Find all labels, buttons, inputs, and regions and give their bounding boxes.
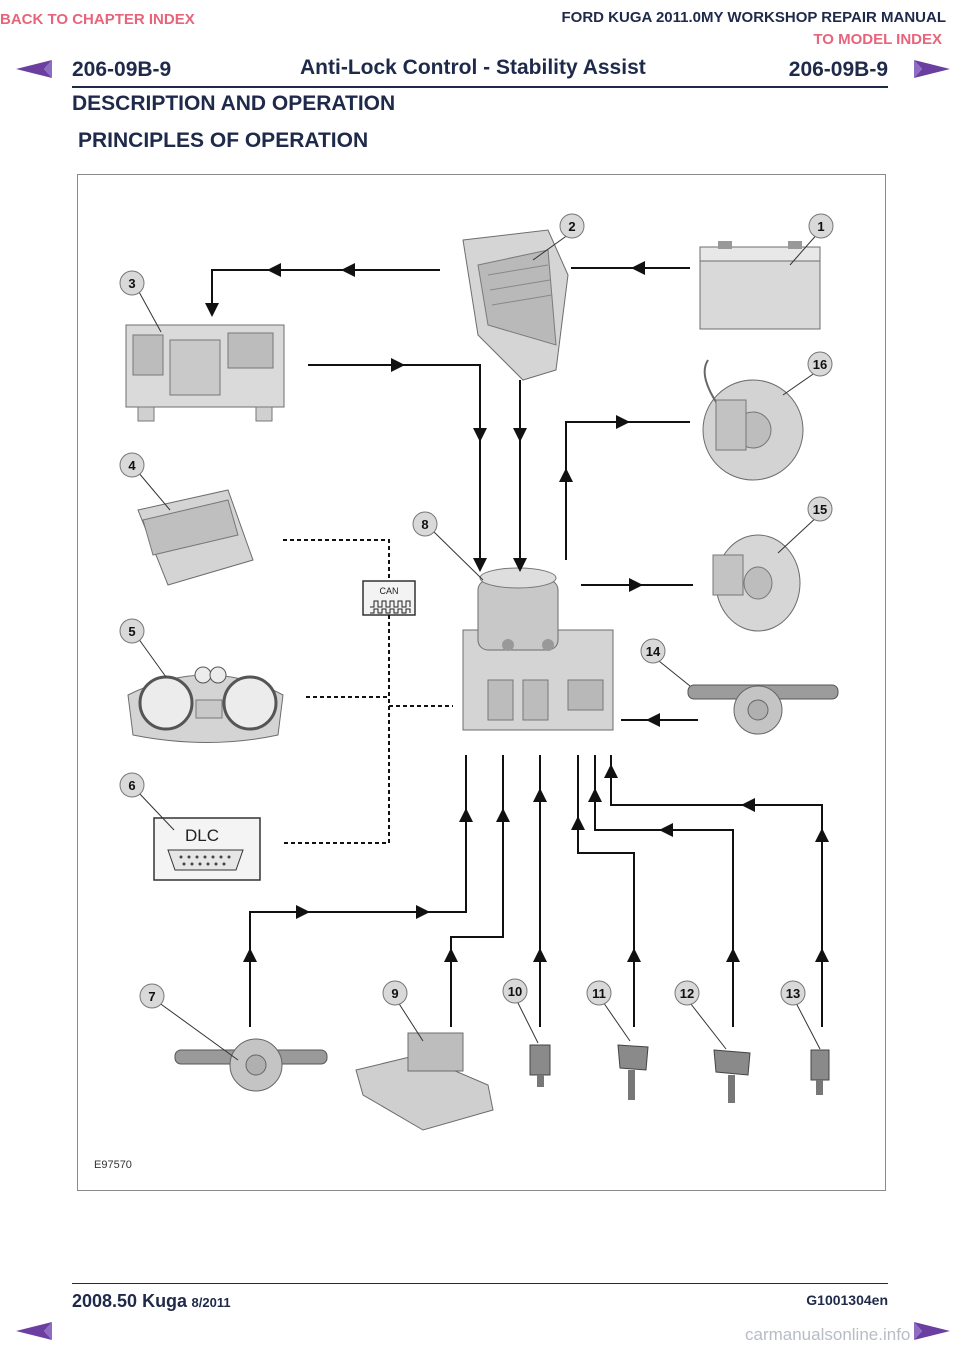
svg-text:6: 6 — [128, 778, 135, 793]
svg-text:3: 3 — [128, 276, 135, 291]
callout-11: 11 — [586, 980, 612, 1006]
callout-16: 16 — [807, 351, 833, 377]
component-14-steering-switches — [687, 684, 839, 735]
footer-model: 2008.50 Kuga — [72, 1291, 188, 1311]
system-diagram: CAN DLC — [94, 213, 839, 1171]
callout-5: 5 — [119, 618, 145, 644]
component-6-dlc: DLC — [153, 817, 261, 881]
callout-8: 8 — [412, 511, 438, 537]
svg-text:8: 8 — [421, 517, 428, 532]
dlc-label: DLC — [185, 826, 219, 845]
component-9-yaw-rate-sensor — [355, 1032, 494, 1131]
component-12-wheel-speed-sensor — [713, 1049, 751, 1103]
svg-text:9: 9 — [391, 986, 398, 1001]
svg-text:11: 11 — [592, 986, 606, 1001]
component-2-module — [462, 229, 569, 381]
callout-7: 7 — [139, 983, 165, 1009]
system-diagram-figure: CAN DLC — [77, 174, 886, 1191]
next-page-bottom-arrow-icon[interactable] — [912, 1320, 952, 1342]
component-7-steering-angle-sensor — [174, 1038, 328, 1092]
component-10-wheel-speed-sensor — [529, 1044, 551, 1087]
footer-model-info: 2008.50 Kuga 8/2011 — [72, 1291, 231, 1312]
callout-6: 6 — [119, 772, 145, 798]
callout-9: 9 — [382, 980, 408, 1006]
can-bus-symbol: CAN — [362, 580, 416, 616]
svg-text:4: 4 — [128, 458, 136, 473]
component-16-front-brake — [702, 359, 804, 481]
previous-page-arrow-icon[interactable] — [14, 58, 54, 80]
component-11-wheel-speed-sensor — [617, 1044, 649, 1100]
footer-date: 8/2011 — [191, 1295, 231, 1310]
watermark: carmanualsonline.info — [745, 1325, 911, 1344]
callout-2: 2 — [559, 213, 585, 239]
component-5-instrument-cluster — [127, 666, 284, 743]
can-label: CAN — [379, 586, 398, 596]
back-to-chapter-index-link[interactable]: BACK TO CHAPTER INDEX — [0, 11, 195, 28]
description-heading: DESCRIPTION AND OPERATION — [72, 92, 396, 115]
section-number-left: 206-09B-9 — [72, 58, 172, 81]
footer-document-code: G1001304en — [806, 1292, 888, 1308]
callout-1: 1 — [808, 213, 834, 239]
component-1-battery — [699, 241, 821, 330]
callout-14: 14 — [640, 638, 666, 664]
figure-id: E97570 — [94, 1159, 132, 1171]
principles-heading: PRINCIPLES OF OPERATION — [78, 129, 369, 152]
previous-page-bottom-arrow-icon[interactable] — [14, 1320, 54, 1342]
page-title: Anti-Lock Control - Stability Assist — [300, 56, 646, 79]
next-page-arrow-icon[interactable] — [912, 58, 952, 80]
svg-text:13: 13 — [786, 986, 800, 1001]
svg-text:16: 16 — [813, 357, 827, 372]
callout-3: 3 — [119, 270, 145, 296]
svg-text:1: 1 — [817, 219, 824, 234]
component-3-junction-box — [125, 324, 285, 422]
svg-text:5: 5 — [128, 624, 135, 639]
svg-text:12: 12 — [680, 986, 694, 1001]
section-number-right: 206-09B-9 — [788, 58, 888, 81]
header-rule — [72, 86, 888, 88]
component-15-rear-brake — [712, 534, 801, 632]
callout-4: 4 — [119, 452, 145, 478]
manual-title: FORD KUGA 2011.0MY WORKSHOP REPAIR MANUA… — [561, 9, 947, 26]
footer-rule — [72, 1283, 888, 1284]
callout-10: 10 — [502, 978, 528, 1004]
to-model-index-link[interactable]: TO MODEL INDEX — [813, 31, 942, 48]
svg-text:14: 14 — [646, 644, 661, 659]
svg-text:10: 10 — [508, 984, 522, 999]
component-4-pcm — [137, 489, 254, 586]
callout-15: 15 — [807, 496, 833, 522]
svg-text:7: 7 — [148, 989, 155, 1004]
component-13-wheel-speed-sensor — [810, 1049, 830, 1095]
callout-13: 13 — [780, 980, 806, 1006]
svg-text:2: 2 — [568, 219, 575, 234]
svg-text:15: 15 — [813, 502, 827, 517]
callout-12: 12 — [674, 980, 700, 1006]
component-8-hydraulic-unit — [462, 567, 614, 731]
